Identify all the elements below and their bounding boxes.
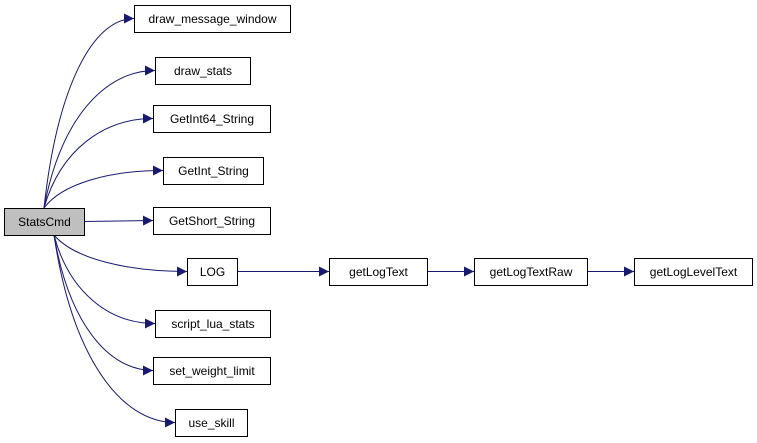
node-box[interactable] xyxy=(634,258,753,286)
node-getshort_string[interactable]: GetShort_String xyxy=(153,207,271,235)
edge-statscmd-to-getint_string xyxy=(43,165,164,209)
edge-group xyxy=(43,165,164,209)
node-box[interactable] xyxy=(155,310,271,338)
edge-group xyxy=(43,13,135,209)
node-label: LOG xyxy=(200,265,225,279)
node-draw_message_window[interactable]: draw_message_window xyxy=(134,5,291,33)
node-draw_stats[interactable]: draw_stats xyxy=(155,57,251,85)
node-getlogtextraw[interactable]: getLogTextRaw xyxy=(474,258,588,286)
node-box[interactable] xyxy=(474,258,588,286)
edge-group xyxy=(53,234,176,428)
node-label: use_skill xyxy=(188,416,234,430)
edge-statscmd-to-use_skill xyxy=(53,234,176,428)
node-set_weight_limit[interactable]: set_weight_limit xyxy=(153,357,271,385)
node-box[interactable] xyxy=(175,409,248,437)
edge-statscmd-to-set_weight_limit xyxy=(53,234,154,376)
edge-group xyxy=(43,113,154,209)
node-label: StatsCmd xyxy=(18,215,71,229)
edge-statscmd-to-draw_message_window xyxy=(43,13,135,209)
node-box[interactable] xyxy=(153,105,271,133)
node-getint_string[interactable]: GetInt_String xyxy=(163,157,264,185)
node-label: draw_message_window xyxy=(148,12,276,26)
edge-group xyxy=(53,234,156,329)
node-label: draw_stats xyxy=(174,64,232,78)
node-box[interactable] xyxy=(163,157,264,185)
node-use_skill[interactable]: use_skill xyxy=(175,409,248,437)
edge-statscmd-to-draw_stats xyxy=(43,65,156,209)
node-getlogleveltext[interactable]: getLogLevelText xyxy=(634,258,753,286)
edge-statscmd-to-log xyxy=(53,234,188,277)
node-box[interactable] xyxy=(329,258,428,286)
node-label: script_lua_stats xyxy=(171,317,254,331)
node-label: set_weight_limit xyxy=(169,364,255,378)
node-box[interactable] xyxy=(153,357,271,385)
node-label: GetShort_String xyxy=(169,214,255,228)
node-log[interactable]: LOG xyxy=(187,258,238,286)
node-box[interactable] xyxy=(153,207,271,235)
node-getint64_string[interactable]: GetInt64_String xyxy=(153,105,271,133)
edge-group xyxy=(53,234,188,277)
edge-statscmd-to-script_lua_stats xyxy=(53,234,156,329)
node-label: GetInt_String xyxy=(178,164,249,178)
node-box[interactable] xyxy=(134,5,291,33)
nodes-layer: StatsCmd draw_message_window draw_statsGet… xyxy=(4,5,753,437)
node-box[interactable] xyxy=(4,208,85,236)
edge-group xyxy=(53,234,154,376)
edges-layer xyxy=(43,13,634,428)
node-getlogtext[interactable]: getLogText xyxy=(329,258,428,286)
node-label: GetInt64_String xyxy=(170,112,254,126)
node-label: getLogLevelText xyxy=(650,265,738,279)
edge-statscmd-to-getshort_string xyxy=(83,215,154,226)
node-label: getLogTextRaw xyxy=(490,265,573,279)
node-statscmd[interactable]: StatsCmd xyxy=(4,208,85,236)
node-label: getLogText xyxy=(349,265,408,279)
node-script_lua_stats[interactable]: script_lua_stats xyxy=(155,310,271,338)
node-box[interactable] xyxy=(187,258,238,286)
edge-statscmd-to-getint64_string xyxy=(43,113,154,209)
edge-group xyxy=(83,215,154,226)
edge-group xyxy=(43,65,156,209)
node-box[interactable] xyxy=(155,57,251,85)
